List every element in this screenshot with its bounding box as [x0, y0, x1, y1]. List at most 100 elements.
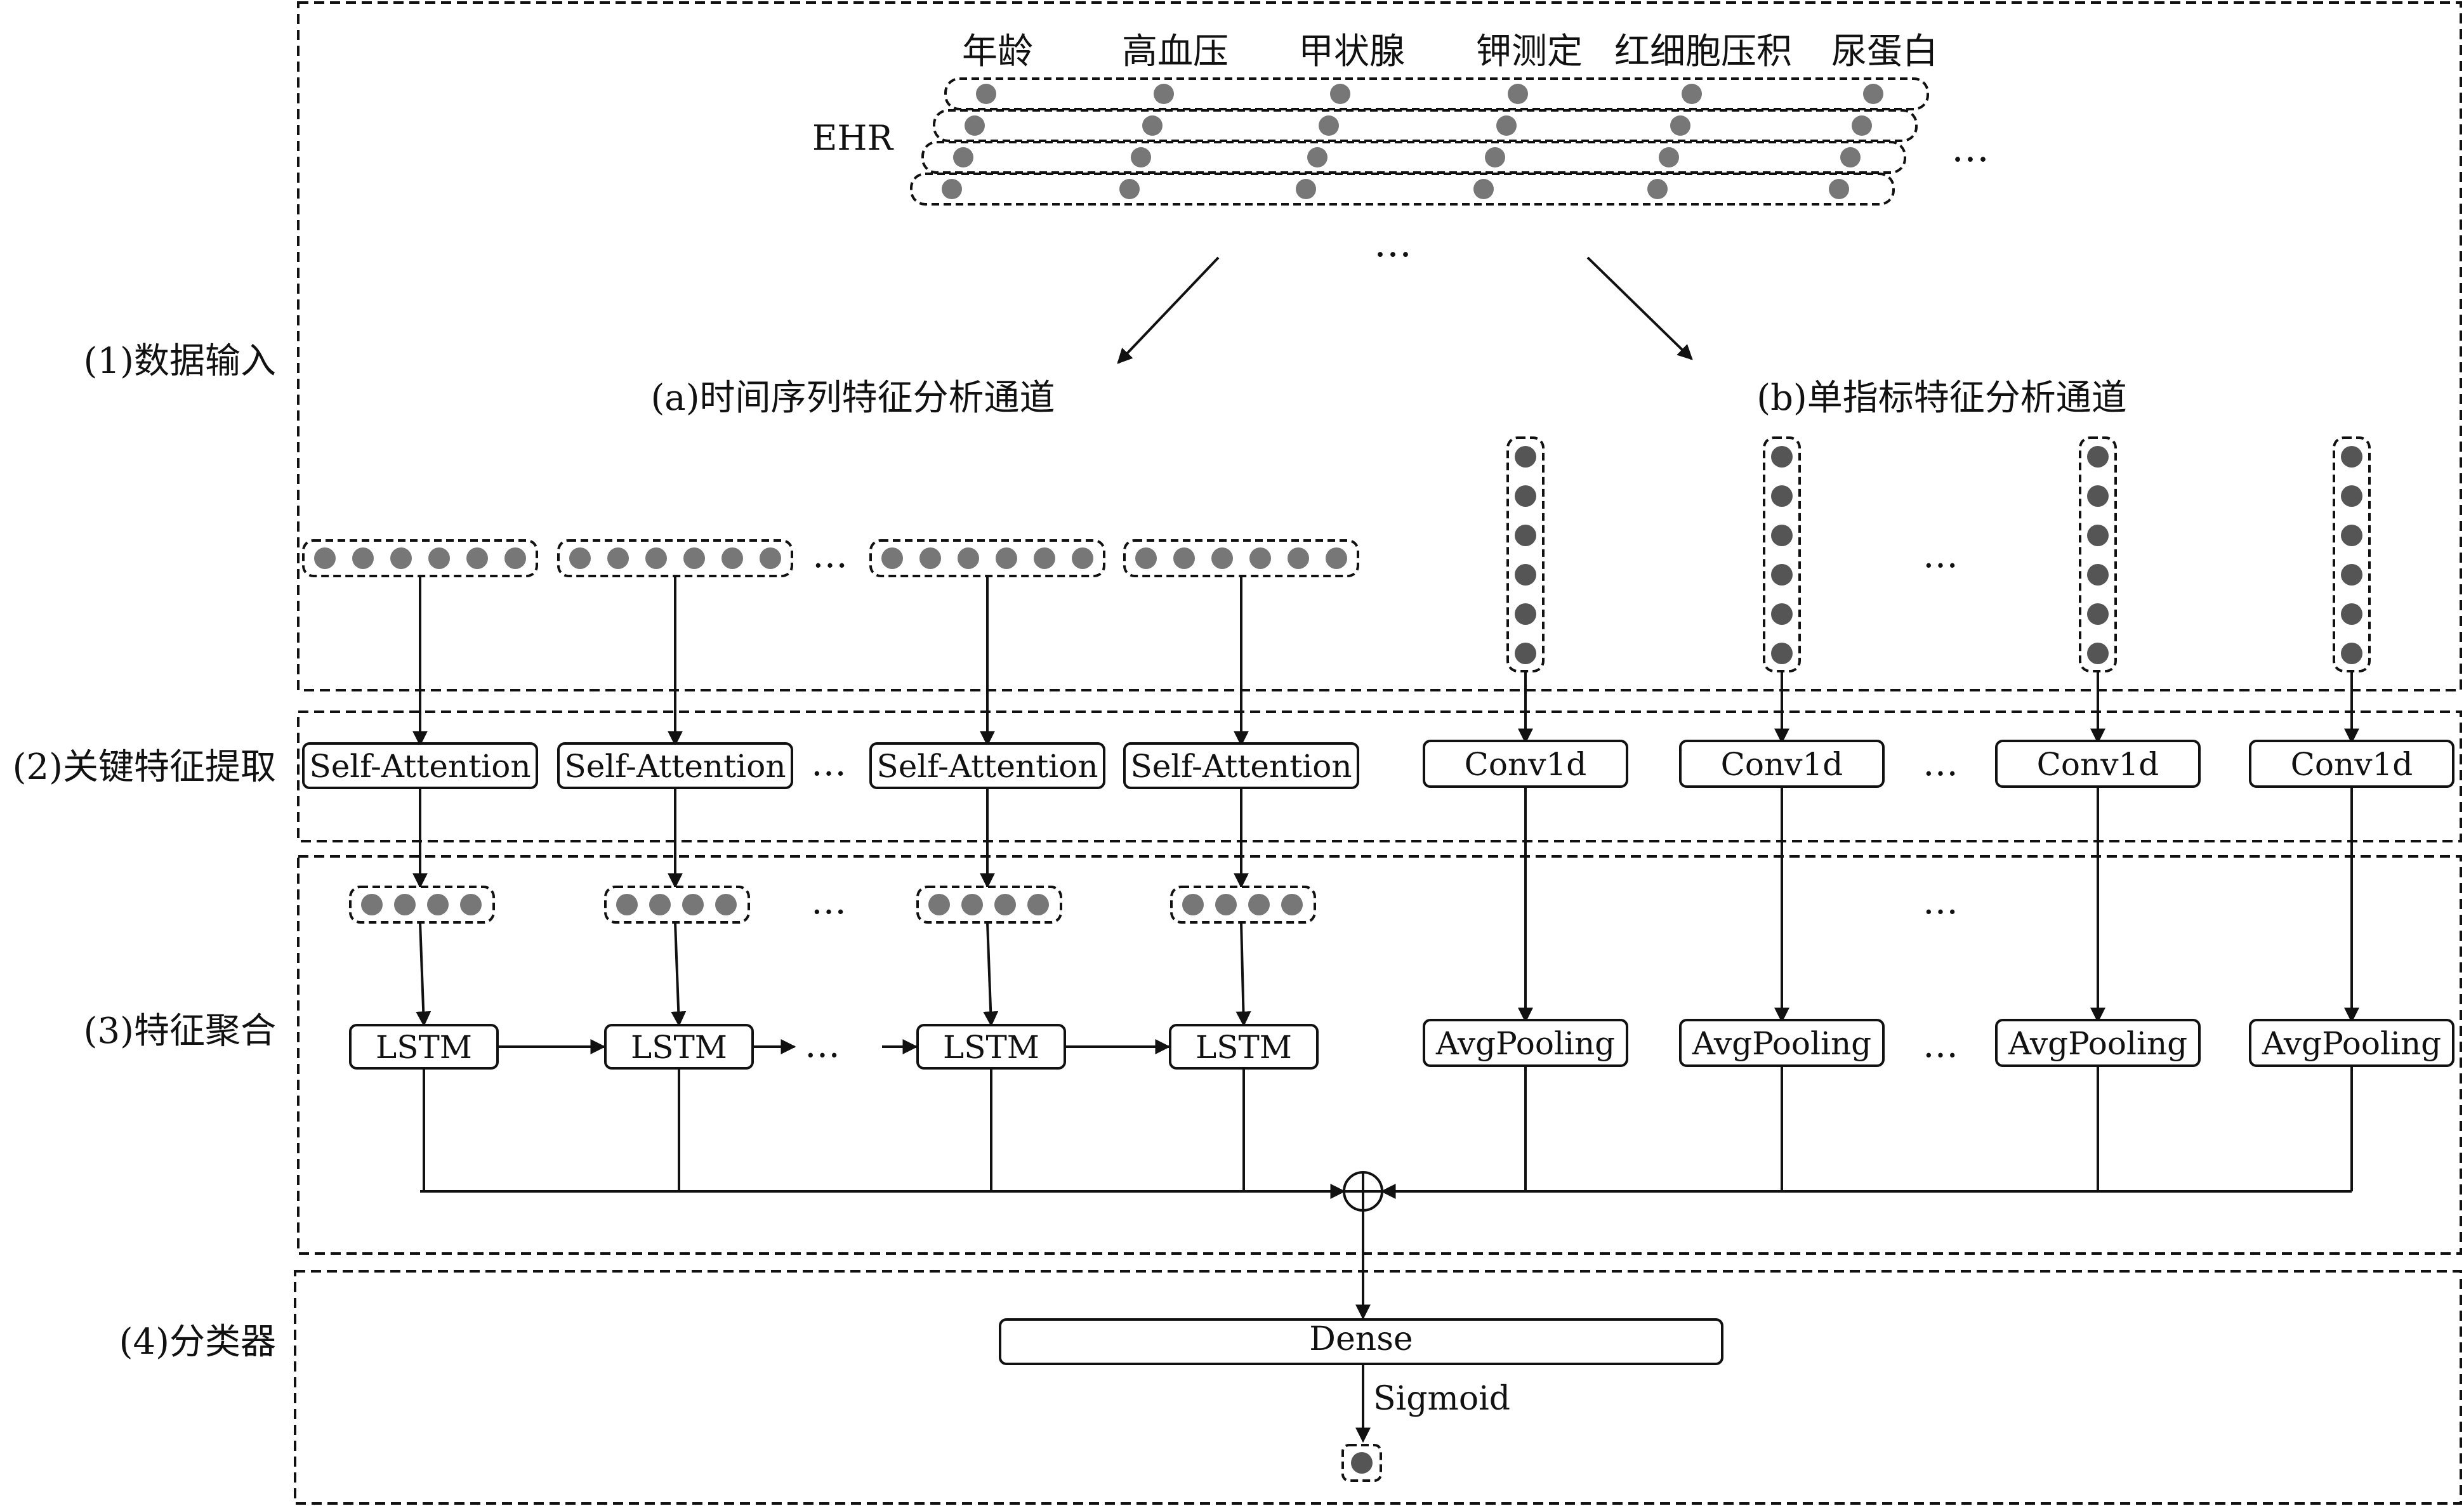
stage-label-extract: (2)关键特征提取: [13, 747, 276, 788]
attention-encoded-vector: [349, 886, 495, 924]
dense-label: Dense: [1309, 1320, 1413, 1358]
ellipsis-temporal-encoded: …: [811, 881, 847, 922]
output-node: [1341, 1444, 1382, 1482]
ehr-feature-headers: 年龄高血压甲状腺钾测定红细胞压积尿蛋白: [962, 31, 1938, 72]
ellipsis-single-pool: …: [1923, 1025, 1958, 1066]
encoded-to-lstm-arrow: [416, 922, 432, 1027]
ehr-value-dot: [1131, 147, 1151, 167]
avgpooling-module: AvgPooling: [1995, 1019, 2201, 1067]
lstm-cell-label: LSTM: [376, 1029, 472, 1066]
visit-feature-vector: [557, 539, 793, 577]
stage-label-classifier: (4)分类器: [119, 1321, 276, 1363]
conv1d-module: Conv1d: [1423, 740, 1628, 788]
stage-frame-extract: [297, 710, 2462, 842]
ehr-value-dot: [1319, 115, 1339, 136]
ehr-value-dot: [1659, 147, 1679, 167]
stage-label-input: (1)数据输入: [84, 341, 276, 382]
avgpooling-module-label: AvgPooling: [2008, 1025, 2187, 1062]
ehr-value-dot: [942, 179, 962, 199]
self-attention-module: Self-Attention: [302, 742, 538, 789]
ehr-feature-header: 甲状腺: [1298, 31, 1405, 72]
lstm-cell: LSTM: [604, 1024, 754, 1070]
ehr-record-row: [933, 109, 1918, 142]
self-attention-module-label: Self-Attention: [1130, 748, 1352, 785]
ellipsis-single-conv: …: [1923, 743, 1958, 784]
ehr-label: EHR: [812, 118, 894, 158]
ehr-value-dot: [1142, 115, 1163, 136]
sigmoid-label: Sigmoid: [1373, 1380, 1510, 1418]
dense-layer: Dense: [999, 1318, 1723, 1365]
self-attention-module: Self-Attention: [557, 742, 793, 789]
conv1d-module: Conv1d: [2249, 740, 2454, 788]
ehr-value-dot: [1330, 84, 1350, 104]
ehr-value-dot: [1307, 147, 1328, 167]
indicator-sequence-column: [2079, 436, 2117, 672]
conv1d-module: Conv1d: [1995, 740, 2201, 788]
conv1d-module-label: Conv1d: [2037, 746, 2159, 783]
ehr-value-dot: [1840, 147, 1861, 167]
conv1d-module-label: Conv1d: [2291, 746, 2413, 783]
lstm-cell: LSTM: [1169, 1024, 1319, 1070]
indicator-sequence-column: [1763, 436, 1801, 672]
lstm-cell-label: LSTM: [943, 1029, 1039, 1066]
channel-title-temporal: (a)时间序列特征分析通道: [650, 377, 1055, 419]
avgpooling-module-label: AvgPooling: [1692, 1025, 1871, 1062]
avgpooling-module: AvgPooling: [1679, 1019, 1885, 1067]
ehr-feature-header: 钾测定: [1476, 31, 1583, 72]
conv1d-module-label: Conv1d: [1465, 746, 1587, 783]
ellipsis-temporal-attention: …: [811, 743, 847, 784]
visit-feature-vector: [1123, 539, 1359, 577]
ehr-value-dot: [1473, 179, 1494, 199]
ehr-value-dot: [1154, 84, 1174, 104]
avgpooling-module: AvgPooling: [1423, 1019, 1628, 1067]
visit-feature-vector: [869, 539, 1105, 577]
ehr-value-dot: [1863, 84, 1883, 104]
indicator-sequence-column: [2333, 436, 2371, 672]
ellipsis-single-pool-above: …: [1923, 881, 1958, 922]
ehr-feature-header: 尿蛋白: [1831, 31, 1938, 72]
stage-label-aggregate: (3)特征聚合: [84, 1011, 276, 1052]
attention-encoded-vector: [604, 886, 750, 924]
ehr-value-dot: [953, 147, 973, 167]
ehr-record-rows: [910, 77, 1929, 206]
ehr-value-dot: [1119, 179, 1140, 199]
channel-title-single: (b)单指标特征分析通道: [1756, 377, 2127, 419]
ehr-value-dot: [1296, 179, 1316, 199]
avgpooling-module-label: AvgPooling: [1435, 1025, 1615, 1062]
encoded-to-lstm-arrow: [671, 922, 687, 1027]
split-arrow-single: [1586, 256, 1693, 360]
stage-frame-input: [297, 1, 2462, 691]
self-attention-module-label: Self-Attention: [876, 748, 1098, 785]
ehr-value-dot: [1682, 84, 1702, 104]
ehr-ellipsis-right: …: [1951, 126, 1989, 171]
attention-encoded-vector: [1170, 886, 1316, 924]
ehr-value-dot: [1829, 179, 1849, 199]
lstm-cell: LSTM: [916, 1024, 1066, 1070]
ehr-feature-header: 红细胞压积: [1614, 31, 1792, 72]
encoded-to-lstm-arrow: [1235, 922, 1251, 1027]
ehr-value-dot: [976, 84, 996, 104]
single-indicator-channel: Conv1dAvgPoolingConv1dAvgPoolingConv1dAv…: [1423, 436, 2454, 1191]
ehr-ellipsis-below: …: [1374, 221, 1412, 266]
ehr-value-dot: [1496, 115, 1517, 136]
conv1d-module: Conv1d: [1679, 740, 1885, 788]
ehr-feature-header: 年龄: [962, 31, 1033, 72]
ellipsis-single-columns: …: [1923, 535, 1958, 576]
indicator-sequence-column: [1506, 436, 1545, 672]
lstm-cell: LSTM: [349, 1024, 499, 1070]
ehr-value-dot: [1647, 179, 1668, 199]
concat-node: [1343, 1171, 1383, 1212]
lstm-cell-label: LSTM: [1196, 1029, 1292, 1066]
visit-feature-vector: [302, 539, 538, 577]
self-attention-module-label: Self-Attention: [309, 748, 530, 785]
ehr-value-dot: [1670, 115, 1690, 136]
